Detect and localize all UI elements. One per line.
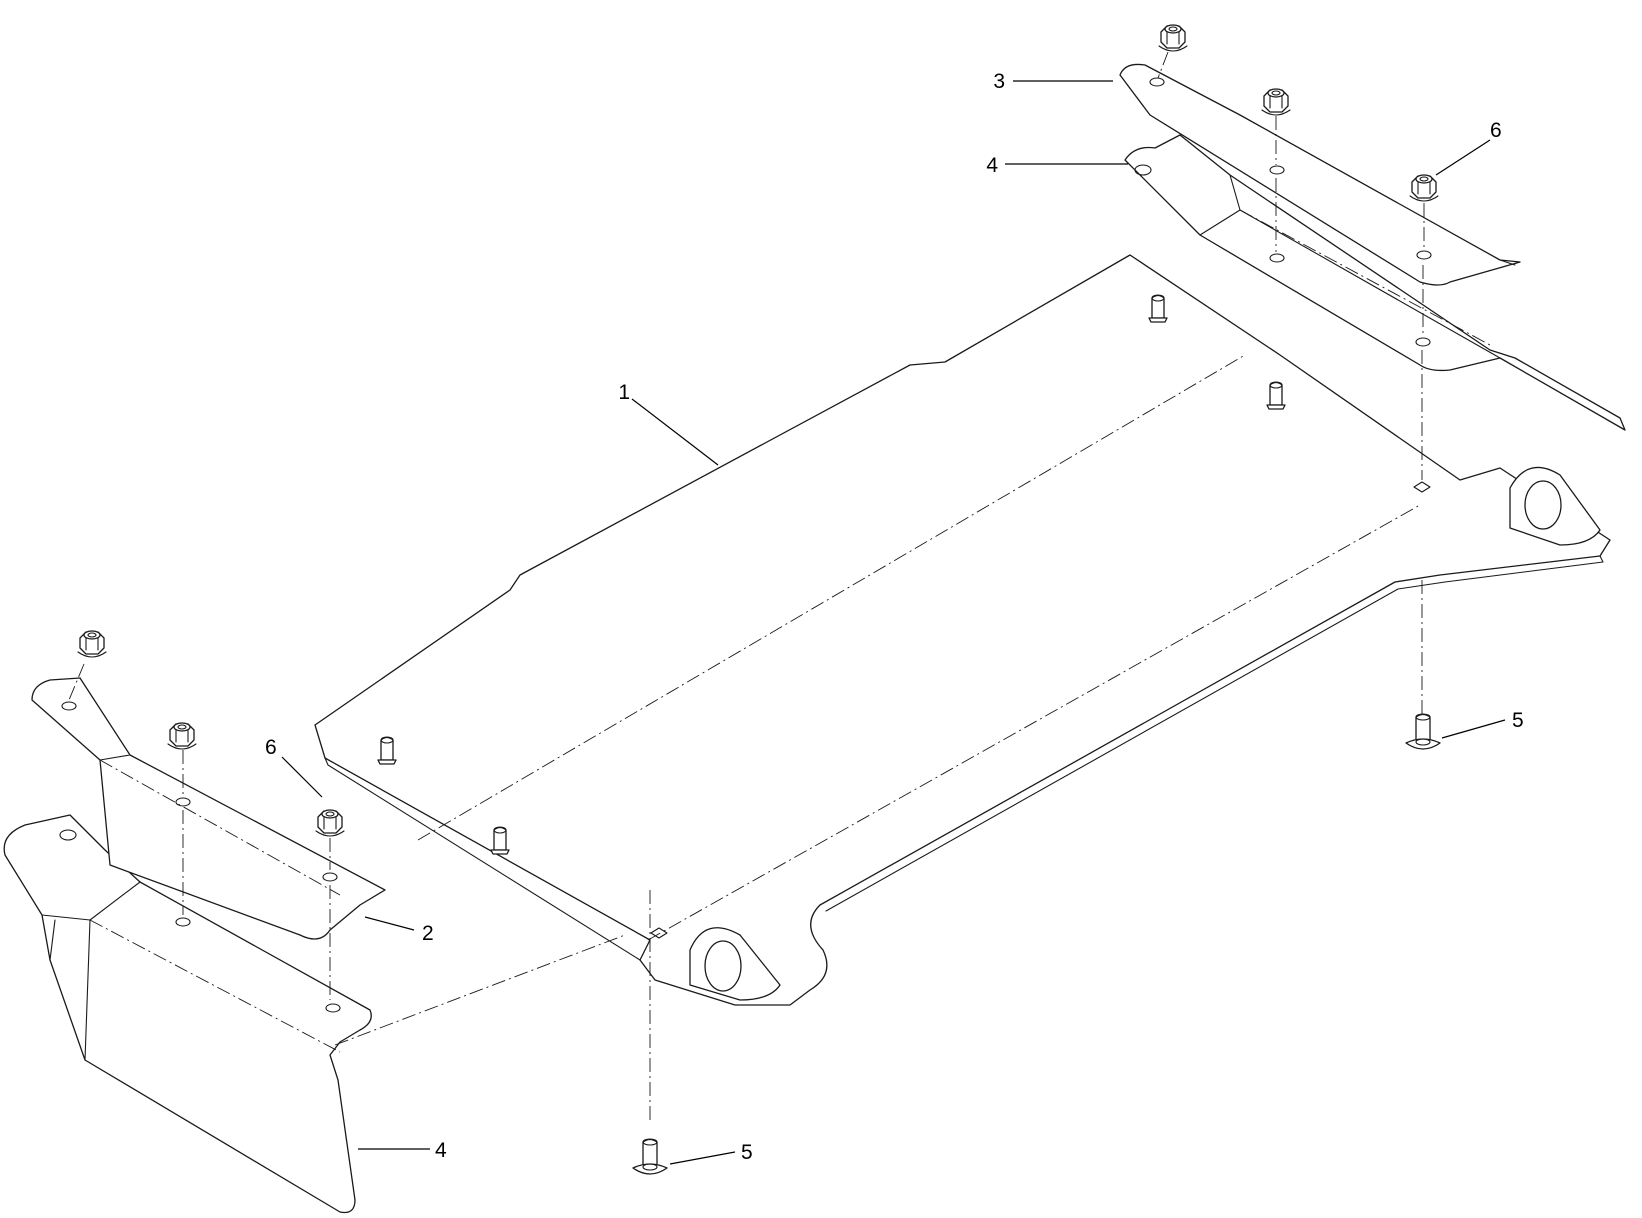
callout-1: 1 xyxy=(618,381,630,404)
left-bracket-part-4 xyxy=(3,814,372,1214)
callout-5-right: 5 xyxy=(1512,709,1524,732)
base-plate-part xyxy=(314,254,1611,1006)
tow-lug-right xyxy=(1509,466,1601,546)
callout-4-upper: 4 xyxy=(986,154,998,177)
callout-4-lower: 4 xyxy=(435,1139,447,1162)
callout-6-right: 6 xyxy=(1490,119,1502,142)
left-bracket-part-2 xyxy=(31,677,386,940)
callout-6-left: 6 xyxy=(265,736,277,759)
right-bracket-part-4 xyxy=(1124,134,1626,431)
tow-lug-left xyxy=(689,927,781,1001)
callout-3: 3 xyxy=(993,70,1005,93)
leader-lines xyxy=(281,80,1506,1165)
callout-2: 2 xyxy=(422,922,434,945)
callout-5-bottom: 5 xyxy=(741,1141,753,1164)
right-bracket-part-3 xyxy=(1119,63,1521,286)
